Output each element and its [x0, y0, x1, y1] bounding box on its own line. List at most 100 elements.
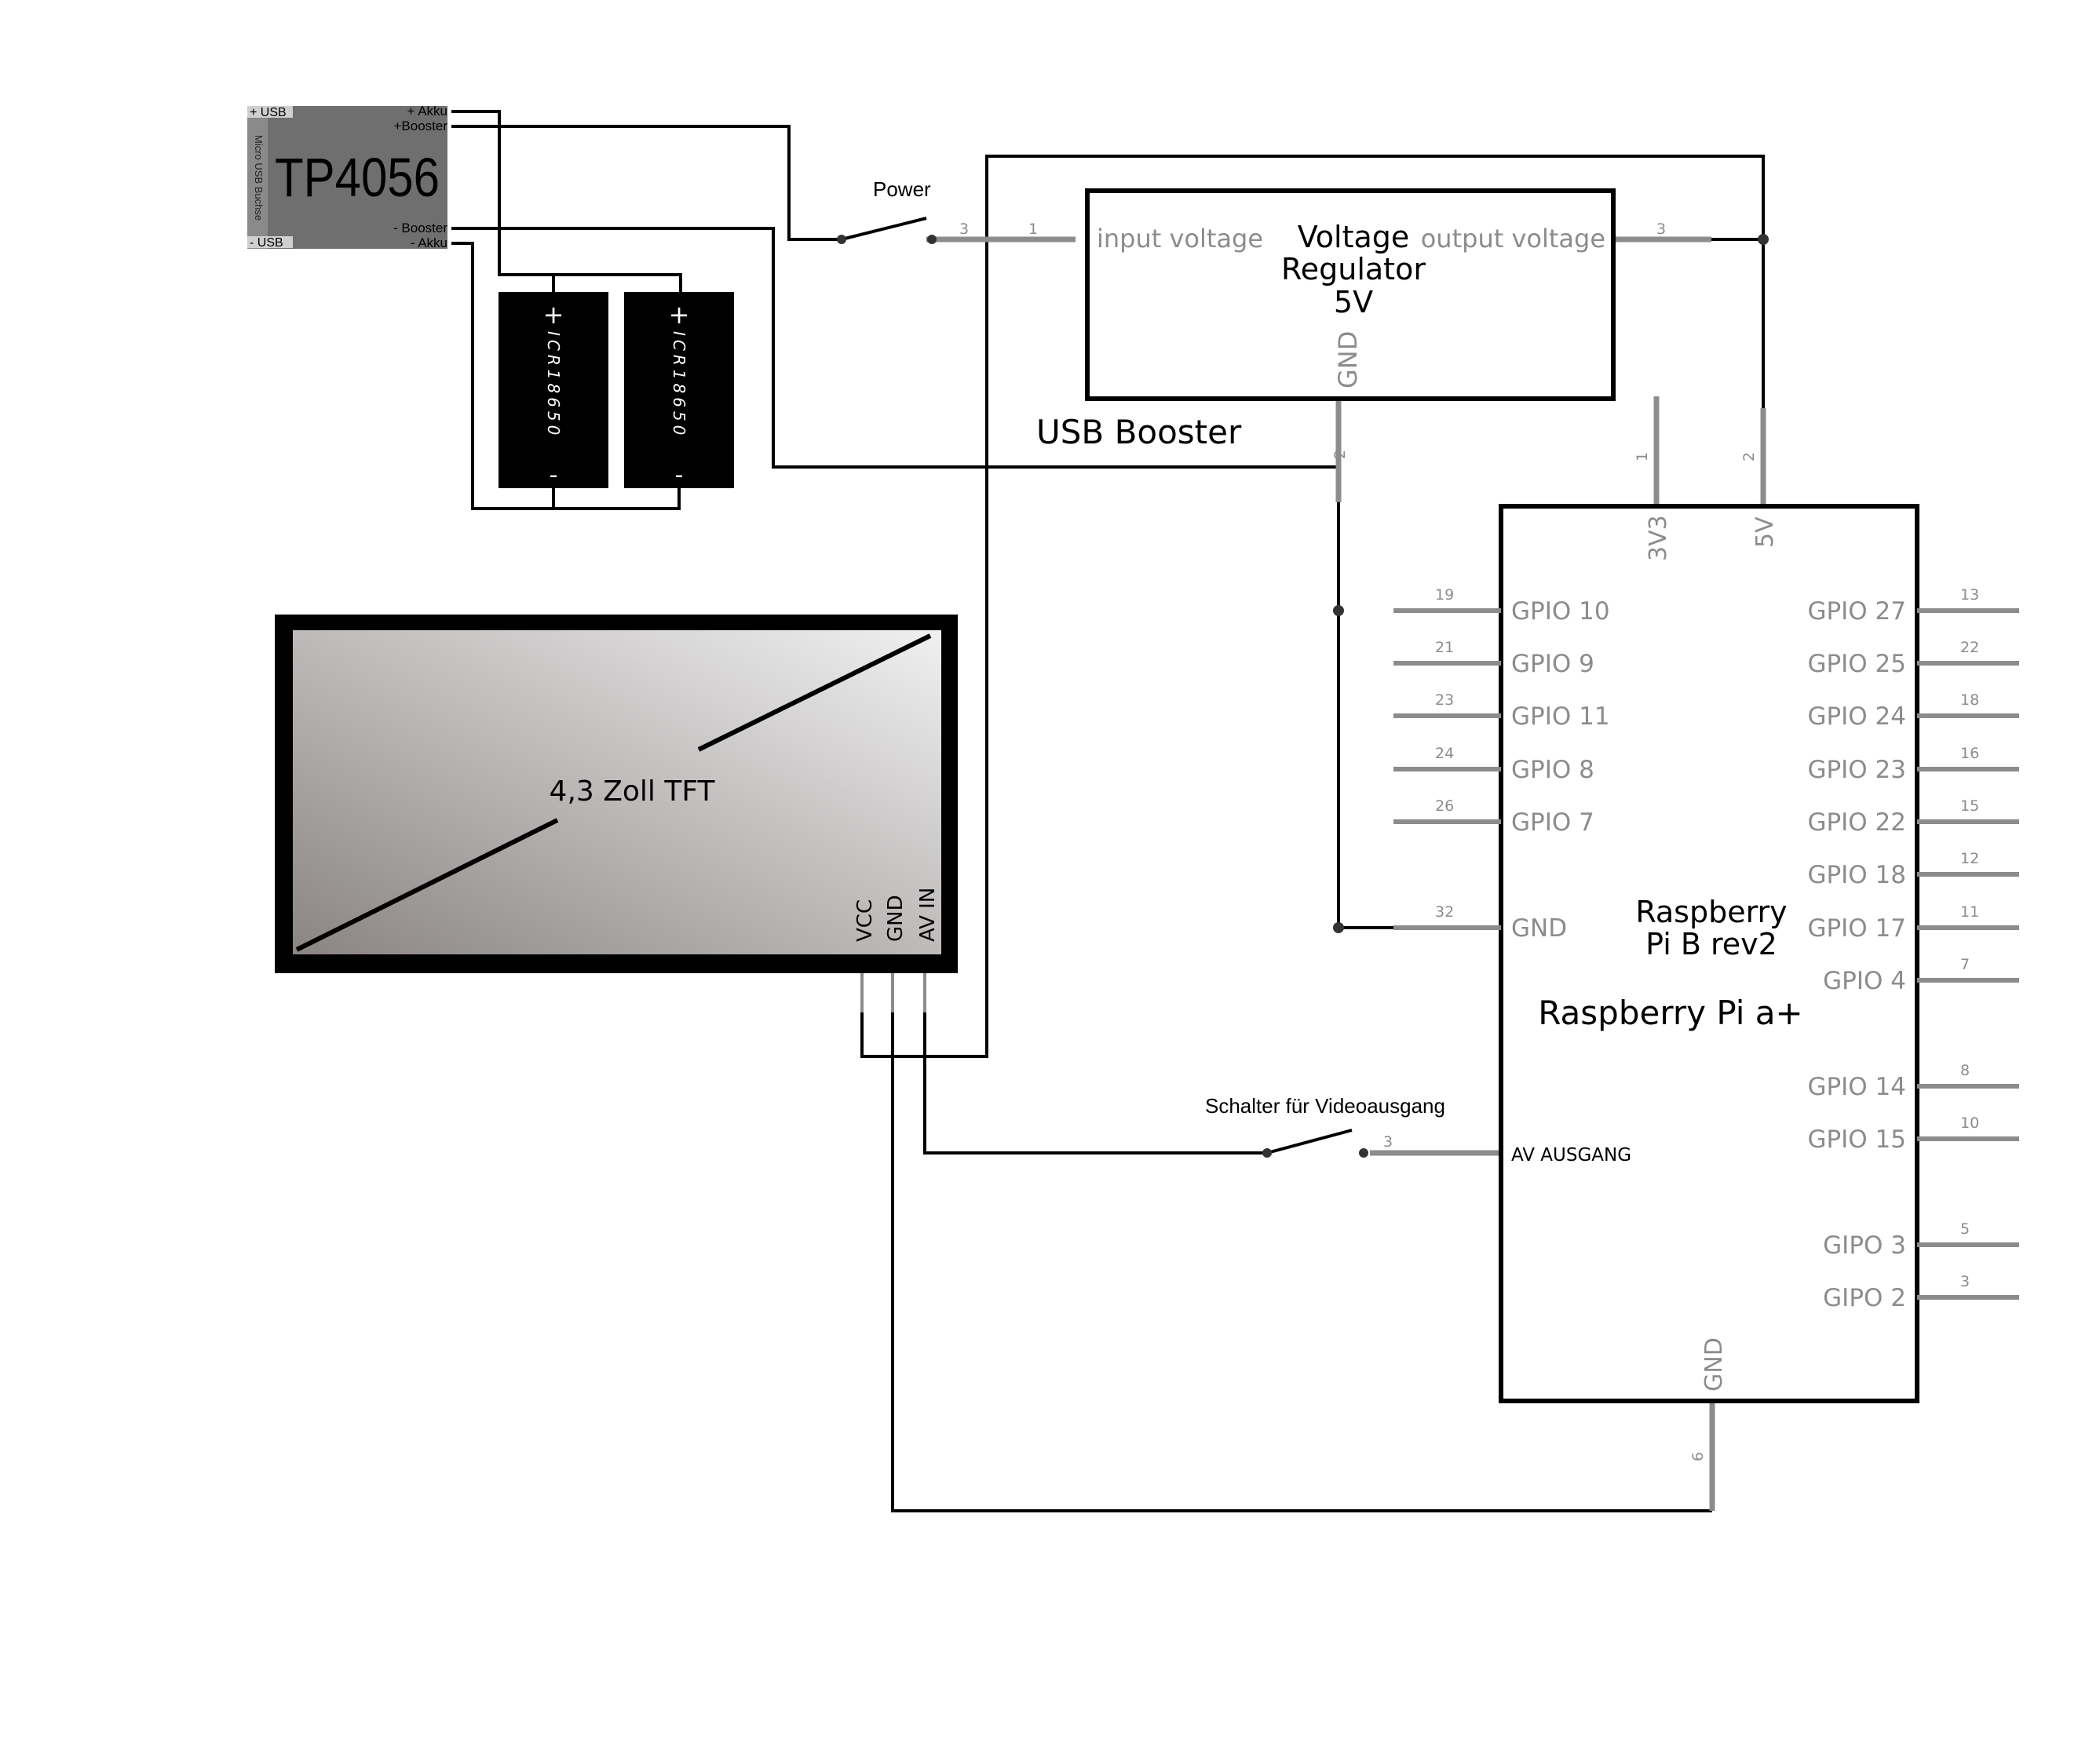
battery-2-body [624, 292, 734, 488]
pi-left-pin-name: GPIO 10 [1511, 597, 1610, 626]
tp4056-usb-minus-bg [247, 236, 293, 248]
pi-right-pin-num: 3 [1960, 1273, 1970, 1290]
tp4056-usb-port [247, 106, 268, 249]
booster-title-2: Regulator [1281, 252, 1426, 286]
pi-left-pin-num: 26 [1435, 797, 1454, 815]
wire-tft-vcc [860, 155, 1765, 1058]
tp4056-module: TP4056 Micro USB Buchse + USB - USB + Ak… [247, 104, 447, 250]
video-switch-contact-a [1262, 1148, 1272, 1158]
tp4056-akku-minus: - Akku [411, 235, 447, 250]
pi-left-pin-num: 19 [1435, 586, 1454, 604]
pi-right-pin-num: 13 [1960, 586, 1979, 604]
wire-gnd-bus [1337, 502, 1397, 929]
tft-display: 4,3 Zoll TFT VCC GND AV IN [275, 615, 958, 973]
pi-pin-5v: 5V [1751, 516, 1779, 548]
pi-right-pin-name: GPIO 25 [1807, 650, 1906, 678]
pi-title-1: Raspberry [1635, 895, 1787, 929]
battery-1-body [499, 292, 608, 488]
tft-diagonal-lower [295, 818, 559, 952]
booster-output: output voltage [1421, 224, 1605, 254]
tp4056-akku-plus: + Akku [407, 104, 447, 119]
pi-right-pin-name: GPIO 4 [1823, 967, 1906, 995]
tft-pin-vcc: VCC [853, 899, 877, 942]
tft-pin-av: AV IN [916, 888, 940, 942]
tp4056-usb-minus: - USB [250, 236, 283, 250]
grey-pins [860, 236, 1766, 1511]
wire-battery-plus-link [552, 273, 682, 292]
power-switch-contact-b [927, 235, 937, 244]
pi-pin-gnd-bottom-num: 6 [1689, 1452, 1707, 1461]
pi-right-pin-num: 8 [1960, 1062, 1970, 1079]
battery-1-label: ICR18650 [544, 331, 563, 439]
booster-box [1085, 188, 1616, 401]
pi-left-pin-name: GND [1511, 914, 1567, 943]
tp4056-title: TP4056 [275, 147, 440, 208]
junction-gnd-top [1333, 605, 1344, 616]
pi-av-out: AV AUSGANG [1511, 1145, 1631, 1165]
pi-right-pin-name: GPIO 22 [1807, 808, 1906, 837]
junctions [1333, 234, 1769, 933]
booster-gnd: GND [1333, 331, 1363, 388]
pi-left-pin-num: 32 [1435, 903, 1454, 921]
booster-input: input voltage [1097, 224, 1263, 254]
pi-pin-3v3: 3V3 [1645, 515, 1672, 561]
pi-right-pin-name: GPIO 15 [1807, 1125, 1906, 1154]
pi-left-pin-num: 24 [1435, 745, 1454, 762]
pi-right-pin-name: GPIO 18 [1807, 861, 1906, 889]
power-switch-lever[interactable] [841, 217, 927, 241]
usb-booster: Voltage Regulator 5V input voltage outpu… [1028, 188, 1666, 459]
pi-left-pin-name: GPIO 11 [1511, 702, 1610, 731]
pi-right-pin-name: GPIO 23 [1807, 756, 1906, 784]
tft-diagonal-upper [697, 633, 932, 752]
pi-left-pin-name: GPIO 8 [1511, 756, 1594, 784]
pi-pin-3v3-num: 1 [1634, 452, 1651, 461]
raspberry-pi: Raspberry Pi B rev2 Raspberry Pi a+ 3V3 … [1393, 452, 2019, 1461]
battery-1-minus: - [550, 461, 558, 489]
junction-gnd-pi [1333, 922, 1344, 933]
tft-label: 4,3 Zoll TFT [550, 775, 716, 808]
pi-right-pin-name: GPIO 17 [1807, 914, 1906, 943]
wire-booster-minus [451, 227, 1337, 469]
pi-right-pin-num: 10 [1960, 1114, 1979, 1132]
pi-left-pin-name: GPIO 7 [1511, 808, 1594, 837]
wires [451, 110, 1765, 1512]
pi-right-pin-num: 15 [1960, 797, 1979, 815]
pi-right-pin-num: 12 [1960, 850, 1979, 867]
power-switch[interactable]: Power 3 [837, 177, 969, 244]
pi-pin-5v-num: 2 [1740, 452, 1758, 461]
battery-1: + ICR18650 - [499, 292, 608, 489]
power-switch-pin: 3 [959, 221, 969, 238]
tft-pin-gnd: GND [884, 895, 908, 942]
video-switch-pin: 3 [1383, 1133, 1393, 1151]
wire-battery-minus-link [553, 488, 681, 510]
power-switch-label: Power [873, 177, 931, 201]
tp4056-usb-plus-bg [247, 106, 293, 118]
junction-5v [1758, 234, 1769, 245]
tp4056-body [247, 106, 447, 249]
pi-right-pin-name: GPIO 14 [1807, 1073, 1906, 1101]
video-switch-lever[interactable] [1266, 1129, 1353, 1155]
wire-tft-gnd [891, 1012, 1712, 1512]
pi-right-pin-num: 22 [1960, 639, 1979, 656]
battery-2-label: ICR18650 [670, 331, 688, 439]
pi-right-pin-name: GIPO 2 [1823, 1284, 1906, 1312]
wire-akku-plus [451, 110, 555, 292]
pi-right-pin-num: 7 [1960, 956, 1970, 973]
wire-5v-out [1711, 238, 1765, 408]
tp4056-side-label: Micro USB Buchse [253, 135, 265, 221]
booster-pin-out: 3 [1656, 221, 1666, 238]
pi-left-pin-num: 21 [1435, 639, 1454, 656]
wire-tft-av [923, 1012, 1267, 1155]
pi-right-pin-num: 11 [1960, 903, 1979, 921]
pi-subtitle: Raspberry Pi a+ [1538, 994, 1802, 1032]
video-switch[interactable]: Schalter für Videoausgang 3 [1205, 1094, 1445, 1158]
pi-right-pin-num: 16 [1960, 745, 1979, 762]
battery-2: + ICR18650 - [624, 292, 734, 489]
booster-title-3: 5V [1334, 285, 1373, 319]
pi-right-pin-num: 18 [1960, 691, 1979, 709]
booster-pin-in: 1 [1028, 221, 1038, 238]
battery-2-plus: + [669, 300, 690, 330]
